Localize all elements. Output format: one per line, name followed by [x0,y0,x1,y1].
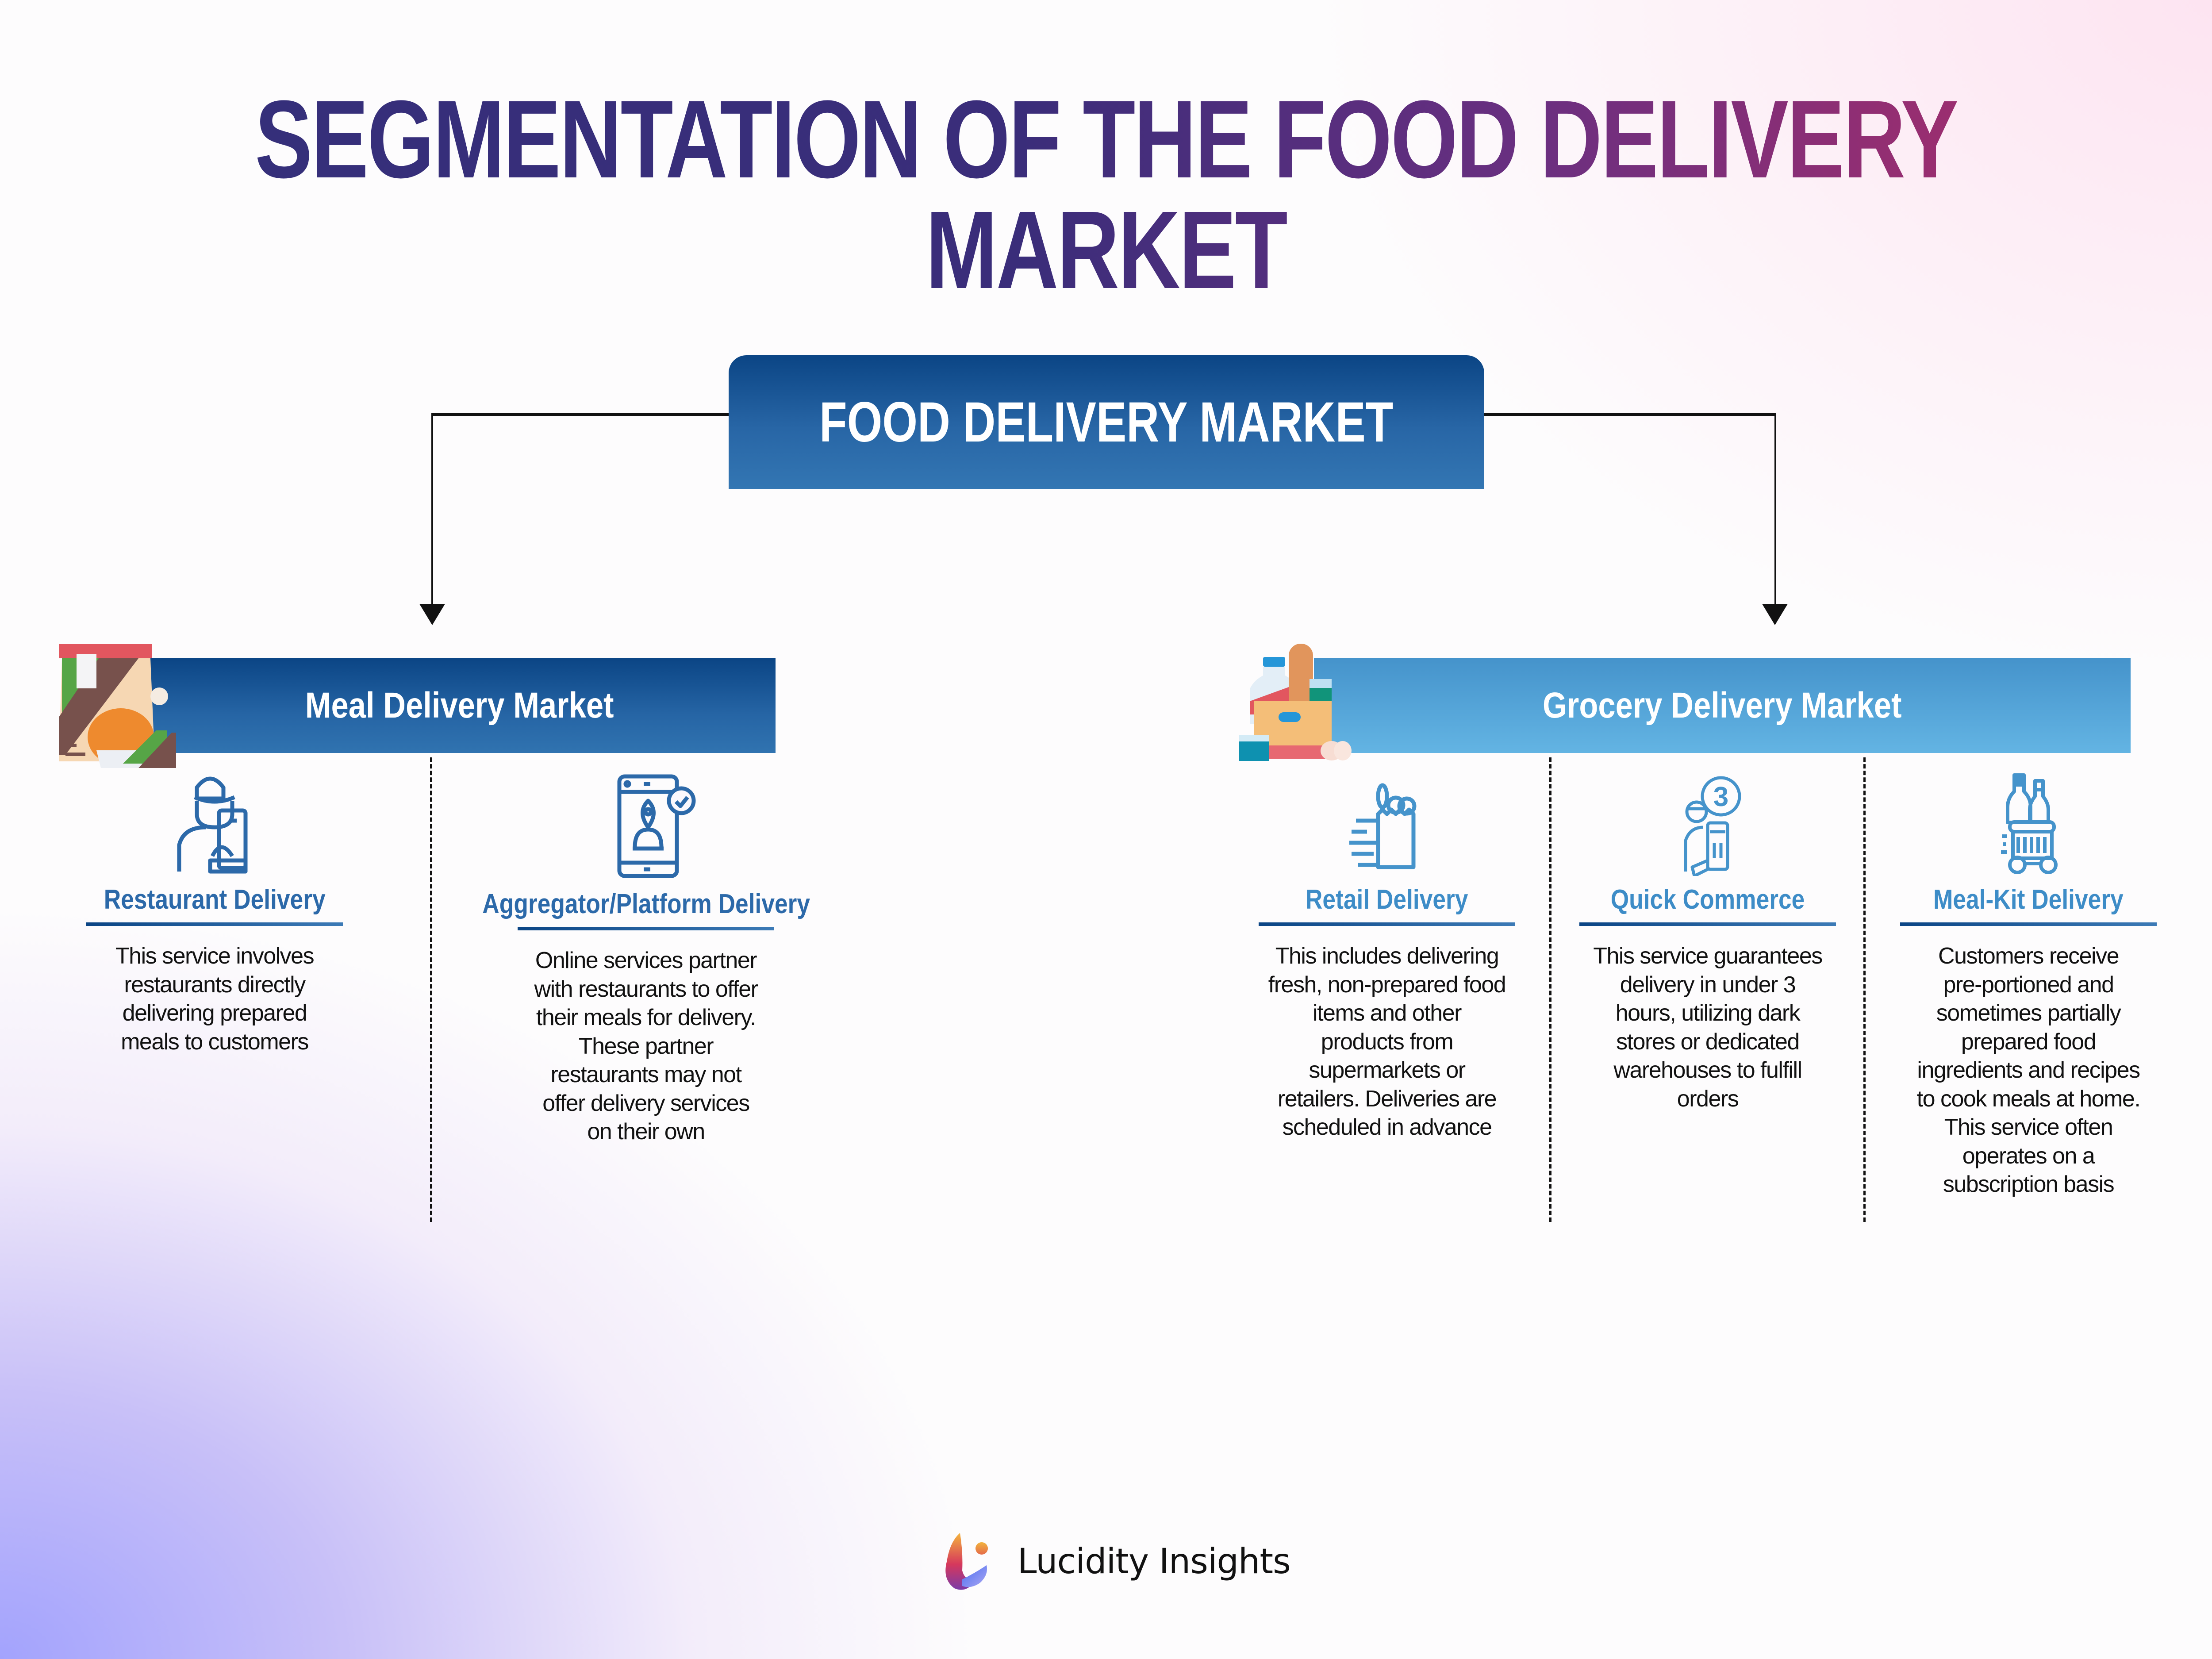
segment-description: This includes delivering fresh, non-prep… [1268,943,1506,1140]
segment-title: Quick Commerce [1610,884,1805,915]
connector-left-vertical [431,413,433,608]
segment-description: Customers receive pre-portioned and some… [1916,943,2141,1197]
connector-left-horizontal [431,413,730,416]
title-underline [1579,922,1836,926]
segment-title: Retail Delivery [1306,884,1468,915]
segment-quick-commerce: 3 Quick Commerce This service guarantees… [1568,770,1847,1113]
segment-aggregator-delivery: Aggregator/Platform Delivery Online serv… [456,770,836,1146]
category-label: Meal Delivery Market [305,685,614,726]
root-node-label: FOOD DELIVERY MARKET [819,390,1394,454]
grocery-bag-icon [1239,644,1352,761]
segment-description: Online services partner with restaurants… [534,948,758,1144]
dashed-divider [1549,757,1551,1222]
segment-description: This service involves restaurants direct… [115,943,315,1055]
segment-description: This service guarantees delivery in unde… [1593,943,1823,1112]
delivery-person-icon [177,776,248,874]
segment-title: Aggregator/Platform Delivery [482,889,810,919]
segment-restaurant-delivery: Restaurant Delivery This service involve… [80,770,349,1056]
courier-3-hours-icon: 3 [1684,776,1741,876]
svg-text:3: 3 [1713,782,1728,812]
title-underline [518,927,774,930]
dashed-divider [1863,757,1866,1222]
segment-retail-delivery: Retail Delivery This includes delivering… [1248,770,1526,1142]
segment-title: Restaurant Delivery [104,884,326,915]
shopping-cart-bottles-icon [2001,773,2058,874]
segment-meal-kit-delivery: Meal-Kit Delivery Customers receive pre-… [1882,770,2174,1199]
title-underline [1259,922,1515,926]
category-grocery-delivery: Grocery Delivery Market [1314,658,2131,753]
page-title: SEGMENTATION OF THE FOOD DELIVERY MARKET [243,84,1969,305]
category-label: Grocery Delivery Market [1543,685,1902,726]
takeaway-food-box-icon [59,644,176,768]
category-meal-delivery: Meal Delivery Market [144,658,776,753]
title-underline [86,922,343,926]
mobile-app-location-icon [617,774,696,878]
dashed-divider [430,757,432,1222]
fast-grocery-bag-icon [1349,783,1417,869]
root-node: FOOD DELIVERY MARKET [729,355,1484,489]
footer-brand: Lucidity Insights [945,1531,1291,1593]
connector-right-horizontal [1482,413,1776,416]
lucidity-logo-icon [945,1533,988,1590]
brand-name: Lucidity Insights [1018,1542,1291,1582]
arrow-down-icon [419,604,445,625]
segment-title: Meal-Kit Delivery [1933,884,2124,915]
connector-right-vertical [1774,413,1776,608]
arrow-down-icon [1762,604,1788,625]
title-underline [1900,922,2157,926]
